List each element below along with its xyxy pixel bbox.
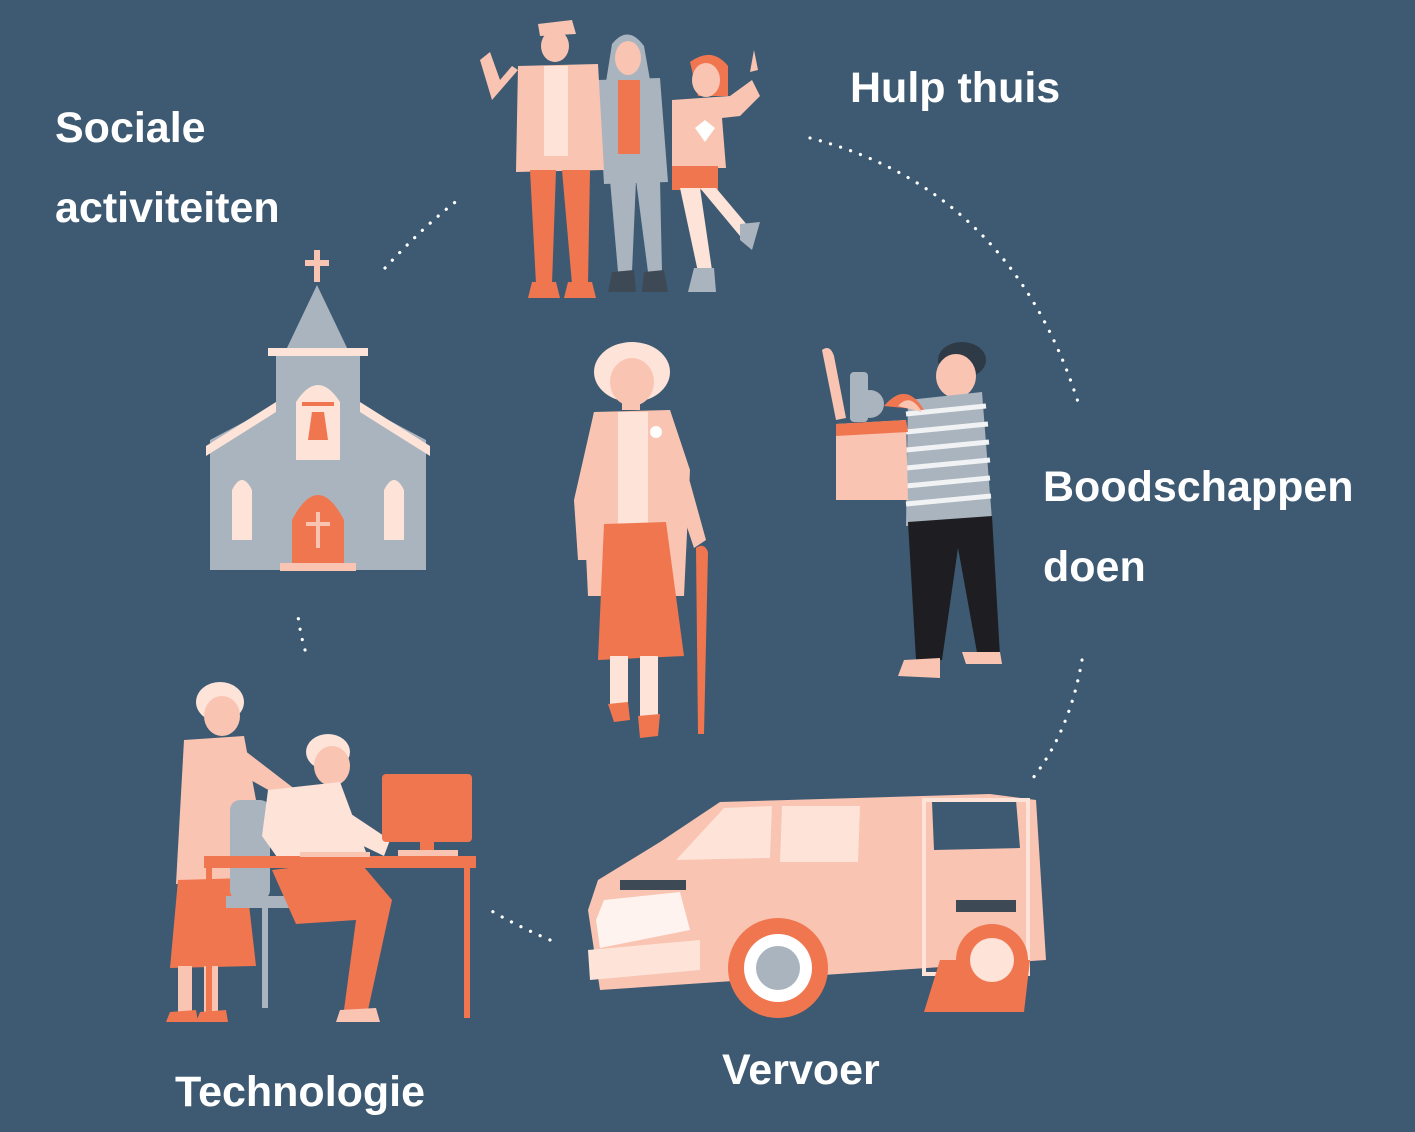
boodschappen-line1: Boodschappen — [1043, 463, 1354, 511]
label-hulp-thuis: Hulp thuis — [850, 48, 1060, 128]
connector-church-to-friends — [383, 198, 460, 270]
label-vervoer: Vervoer — [722, 1030, 880, 1110]
dotted-connectors — [296, 136, 1084, 942]
vervoer-text: Vervoer — [722, 1046, 880, 1094]
label-boodschappen-doen: Boodschappen doen — [1043, 447, 1354, 607]
connector-friends-to-groceries — [808, 136, 1080, 404]
computer-couple-illustration — [166, 682, 476, 1022]
church-illustration — [206, 250, 430, 571]
connector-groceries-to-van — [1031, 658, 1084, 780]
sociale-line1: Sociale — [55, 104, 206, 152]
grocery-man-illustration — [822, 342, 1002, 678]
friends-illustration — [480, 20, 760, 298]
sociale-line2: activiteiten — [55, 184, 280, 232]
label-technologie: Technologie — [175, 1052, 425, 1132]
connector-van-to-computer — [488, 908, 552, 942]
hulp-thuis-text: Hulp thuis — [850, 64, 1061, 112]
label-sociale-activiteiten: Sociale activiteiten — [55, 88, 280, 248]
technologie-text: Technologie — [175, 1068, 426, 1116]
taxi-van-illustration — [588, 794, 1046, 1018]
connector-computer-to-church — [296, 614, 307, 652]
boodschappen-line2: doen — [1043, 543, 1146, 591]
elderly-woman-illustration — [574, 342, 708, 738]
